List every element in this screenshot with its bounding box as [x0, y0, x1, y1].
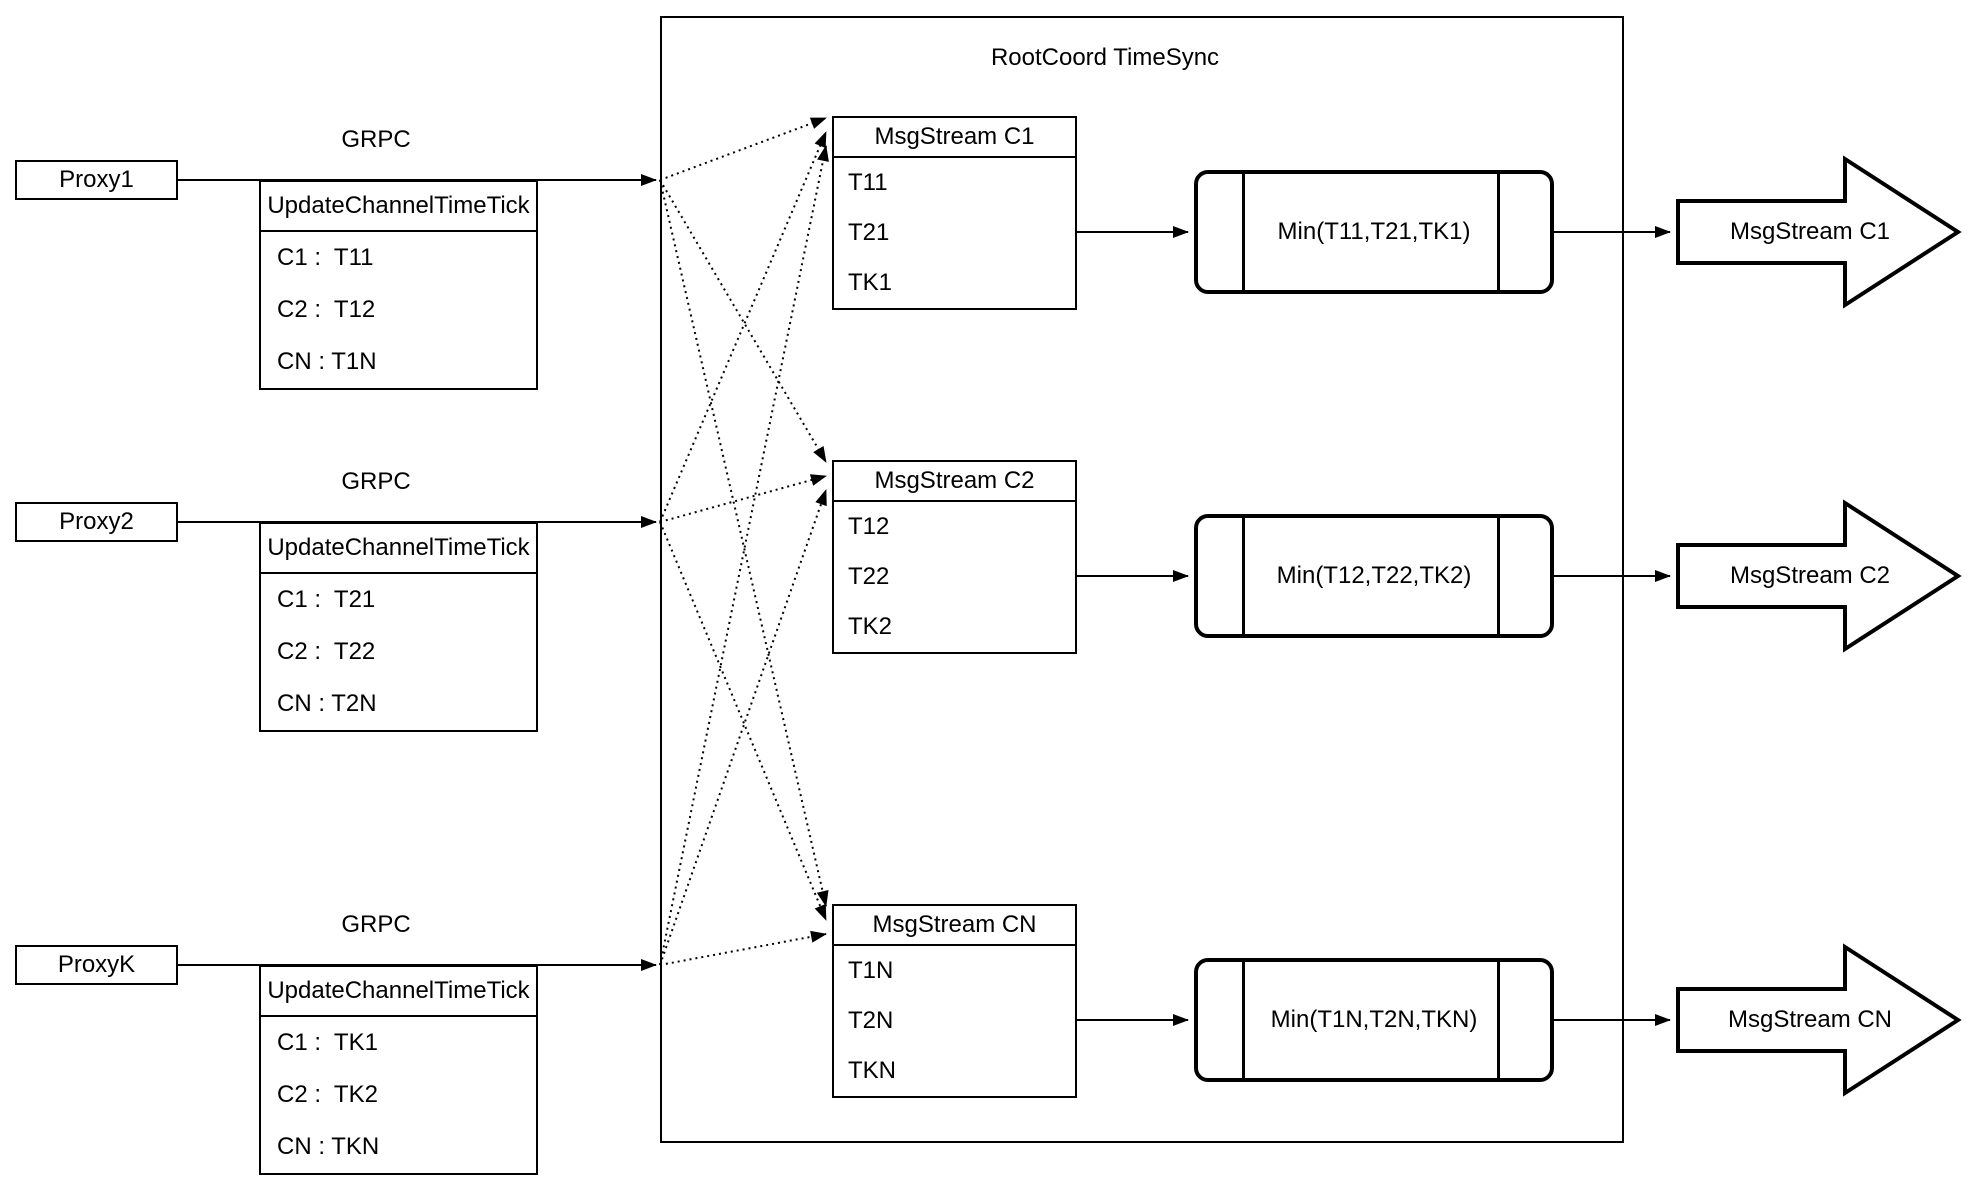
table-header: MsgStream C1: [834, 118, 1075, 158]
min-label: Min(T1N,T2N,TKN): [1270, 1006, 1478, 1033]
output-arrow-shape: [1676, 499, 1962, 653]
table-header: MsgStream CN: [834, 906, 1075, 946]
proxy-box-proxyk: ProxyK: [15, 945, 178, 985]
min-box-divider: [1242, 174, 1245, 290]
grpc-label: GRPC: [341, 468, 411, 495]
table-row: T22: [848, 563, 890, 590]
table-row: TK1: [848, 269, 893, 296]
proxy-label: ProxyK: [57, 951, 136, 978]
dotted-link: [659, 489, 827, 966]
grpc-label: GRPC: [341, 126, 411, 153]
min-reducer-box-c2: Min(T12,T22,TK2): [1194, 514, 1554, 638]
dotted-link: [659, 145, 829, 966]
table-row: C1 : T11: [277, 244, 374, 271]
proxy-box-proxy2: Proxy2: [15, 502, 178, 542]
proxy-label: Proxy1: [59, 166, 134, 193]
table-header: UpdateChannelTimeTick: [261, 182, 536, 232]
output-arrow-shape: [1676, 155, 1962, 309]
update-channel-timetick-table: UpdateChannelTimeTick C1 : T21 C2 : T22 …: [259, 522, 538, 732]
msgstream-table-c2: MsgStream C2 T12 T22 TK2: [832, 460, 1077, 654]
table-row: TK2: [848, 613, 893, 640]
table-row: T21: [848, 219, 890, 246]
msgstream-table-cn: MsgStream CN T1N T2N TKN: [832, 904, 1077, 1098]
min-box-divider: [1497, 174, 1500, 290]
table-row: CN : T2N: [277, 690, 377, 717]
table-row: C1 : T21: [277, 586, 376, 613]
proxy-box-proxy1: Proxy1: [15, 160, 178, 200]
min-label: Min(T11,T21,TK1): [1277, 218, 1471, 245]
grpc-label: GRPC: [341, 911, 411, 938]
min-label: Min(T12,T22,TK2): [1276, 562, 1472, 589]
dotted-link: [659, 474, 827, 523]
min-box-divider: [1242, 518, 1245, 634]
output-arrow-shape: [1676, 943, 1962, 1097]
output-arrow-label: MsgStream C2: [1729, 562, 1891, 589]
table-row: C2 : T12: [277, 296, 376, 323]
update-channel-timetick-table: UpdateChannelTimeTick C1 : TK1 C2 : TK2 …: [259, 965, 538, 1175]
dotted-link: [659, 117, 827, 181]
dotted-link: [659, 930, 827, 966]
table-row: T11: [848, 169, 888, 196]
output-arrow-label: MsgStream C1: [1729, 218, 1891, 245]
table-header: UpdateChannelTimeTick: [261, 967, 536, 1017]
msgstream-table-c1: MsgStream C1 T11 T21 TK1: [832, 116, 1077, 310]
table-row: C2 : TK2: [277, 1081, 378, 1108]
proxy-label: Proxy2: [59, 508, 134, 535]
table-row: T1N: [848, 957, 894, 984]
rootcoord-timesync-container: [660, 16, 1624, 1143]
table-row: CN : T1N: [277, 348, 377, 375]
table-row: C2 : T22: [277, 638, 376, 665]
dotted-link: [659, 179, 827, 463]
min-box-divider: [1497, 962, 1500, 1078]
rootcoord-title: RootCoord TimeSync: [990, 44, 1220, 71]
min-reducer-box-c1: Min(T11,T21,TK1): [1194, 170, 1554, 294]
min-box-divider: [1242, 962, 1245, 1078]
table-row: TKN: [848, 1057, 896, 1084]
table-row: CN : TKN: [277, 1133, 380, 1160]
table-header: MsgStream C2: [834, 462, 1075, 502]
table-header: UpdateChannelTimeTick: [261, 524, 536, 574]
output-arrow-label: MsgStream CN: [1727, 1006, 1893, 1033]
table-row: C1 : TK1: [277, 1029, 378, 1056]
dotted-link: [659, 521, 827, 921]
table-row: T12: [848, 513, 890, 540]
update-channel-timetick-table: UpdateChannelTimeTick C1 : T11 C2 : T12 …: [259, 180, 538, 390]
dotted-link: [659, 131, 827, 523]
min-reducer-box-cn: Min(T1N,T2N,TKN): [1194, 958, 1554, 1082]
table-row: T2N: [848, 1007, 894, 1034]
dotted-link: [659, 179, 829, 907]
min-box-divider: [1497, 518, 1500, 634]
